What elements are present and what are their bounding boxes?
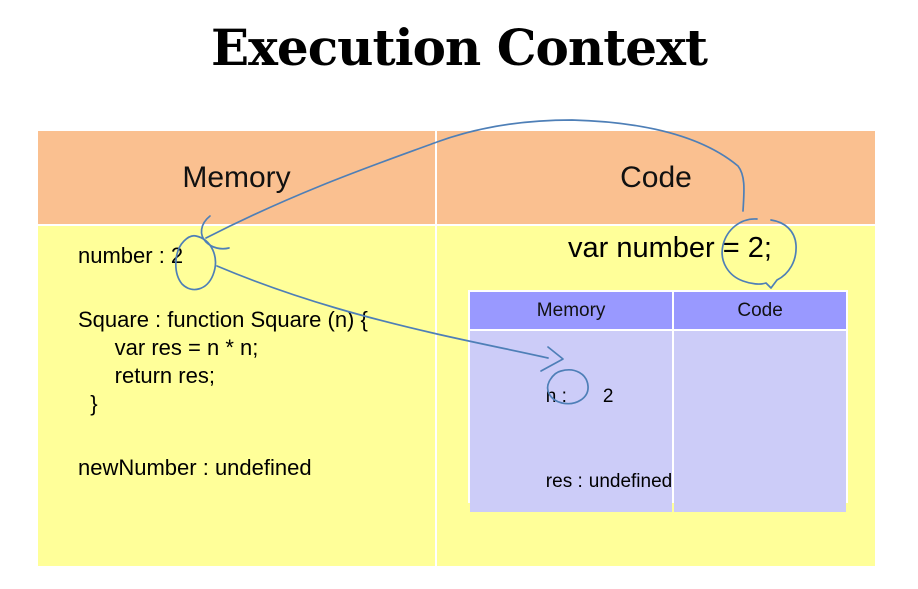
memory-line-return-res: return res; — [78, 363, 215, 388]
inner-entry-n-value: 2 — [602, 386, 614, 407]
outer-header-memory: Memory — [38, 131, 435, 224]
memory-line-blank-2 — [78, 418, 435, 454]
memory-line-close-brace: } — [78, 391, 98, 416]
outer-header-code: Code — [437, 131, 875, 224]
inner-memory-cell: n : 2 res :undefined — [470, 331, 673, 512]
memory-line-blank-1 — [78, 270, 435, 306]
page-title: Execution Context — [210, 18, 708, 77]
memory-line-var-res: var res = n * n; — [78, 335, 259, 360]
inner-code-cell — [674, 331, 846, 512]
inner-entry-res-value: undefined — [588, 471, 673, 492]
inner-execution-context-table: Memory Code n : 2 res :undefined — [468, 290, 848, 512]
code-statement: var number = 2; — [568, 232, 772, 264]
inner-entry-res: res :undefined — [493, 452, 672, 512]
inner-entry-n-label: n : — [545, 386, 567, 407]
inner-entry-res-label: res : — [545, 471, 583, 492]
inner-entry-n: n : 2 — [493, 367, 672, 427]
memory-code-block: number : 2 Square : function Square (n) … — [38, 226, 435, 482]
memory-cell: number : 2 Square : function Square (n) … — [38, 226, 435, 566]
memory-line-square: Square : function Square (n) { — [78, 307, 368, 332]
inner-memory-entries: n : 2 res :undefined — [470, 331, 672, 512]
memory-line-number: number : 2 — [78, 243, 184, 268]
inner-header-memory: Memory — [470, 292, 673, 329]
memory-line-newnumber: newNumber : undefined — [78, 455, 312, 480]
inner-header-code: Code — [674, 292, 846, 329]
